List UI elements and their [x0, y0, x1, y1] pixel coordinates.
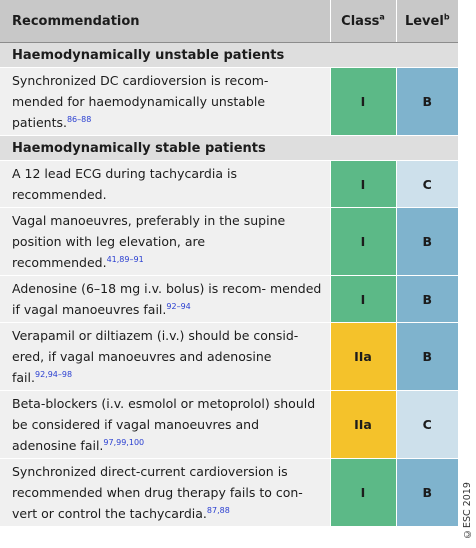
- header-class: Classa: [330, 0, 397, 43]
- recommendation-cell: Vagal manoeuvres, preferably in the supi…: [0, 207, 331, 276]
- recommendation-text: Verapamil or diltiazem (i.v.) should be …: [12, 328, 299, 385]
- section-header-row: Haemodynamically unstable patients: [0, 42, 458, 68]
- level-cell: C: [396, 390, 458, 459]
- table-row: Synchronized direct-current cardioversio…: [0, 458, 458, 527]
- reference-link[interactable]: 86–88: [66, 114, 92, 124]
- header-recommendation: Recommendation: [0, 0, 331, 43]
- level-cell: B: [396, 67, 458, 136]
- reference-link[interactable]: 92,94–98: [34, 369, 73, 379]
- section-title: Haemodynamically stable patients: [0, 135, 458, 161]
- recommendation-text: Beta-blockers (i.v. esmolol or metoprolo…: [12, 396, 316, 453]
- class-cell: I: [330, 275, 397, 323]
- class-cell: I: [330, 67, 397, 136]
- class-cell: I: [330, 207, 397, 276]
- recommendation-text: Synchronized DC cardioversion is recom- …: [12, 73, 269, 130]
- table-row: Vagal manoeuvres, preferably in the supi…: [0, 207, 458, 276]
- level-cell: B: [396, 275, 458, 323]
- table-row: Synchronized DC cardioversion is recom- …: [0, 67, 458, 136]
- class-cell: I: [330, 458, 397, 527]
- recommendation-cell: Beta-blockers (i.v. esmolol or metoprolo…: [0, 390, 331, 459]
- reference-link[interactable]: 92–94: [166, 301, 191, 311]
- recommendation-cell: A 12 lead ECG during tachycardia is reco…: [0, 160, 331, 208]
- header-level: Levelb: [396, 0, 458, 43]
- recommendations-table-frame: Recommendation Classa Levelb Haemodynami…: [0, 0, 458, 527]
- class-cell: I: [330, 160, 397, 208]
- recommendation-cell: Synchronized direct-current cardioversio…: [0, 458, 331, 527]
- recommendation-text: Adenosine (6–18 mg i.v. bolus) is recom-…: [12, 281, 322, 317]
- reference-link[interactable]: 87,88: [206, 505, 230, 515]
- copyright-badge: ©ESC 2019: [462, 482, 473, 540]
- recommendation-text: Vagal manoeuvres, preferably in the supi…: [12, 213, 286, 270]
- recommendations-table: Recommendation Classa Levelb Haemodynami…: [0, 0, 458, 527]
- recommendation-cell: Adenosine (6–18 mg i.v. bolus) is recom-…: [0, 275, 331, 323]
- level-cell: B: [396, 207, 458, 276]
- level-cell: B: [396, 322, 458, 391]
- recommendation-cell: Verapamil or diltiazem (i.v.) should be …: [0, 322, 331, 391]
- table-header-row: Recommendation Classa Levelb: [0, 0, 458, 43]
- level-cell: B: [396, 458, 458, 527]
- class-cell: IIa: [330, 390, 397, 459]
- recommendation-cell: Synchronized DC cardioversion is recom- …: [0, 67, 331, 136]
- reference-link[interactable]: 41,89–91: [106, 254, 144, 264]
- table-row: A 12 lead ECG during tachycardia is reco…: [0, 160, 458, 208]
- class-cell: IIa: [330, 322, 397, 391]
- table-row: Beta-blockers (i.v. esmolol or metoprolo…: [0, 390, 458, 459]
- recommendation-text: Synchronized direct-current cardioversio…: [12, 464, 303, 521]
- reference-link[interactable]: 97,99,100: [103, 437, 145, 447]
- table-row: Adenosine (6–18 mg i.v. bolus) is recom-…: [0, 275, 458, 323]
- recommendation-text: A 12 lead ECG during tachycardia is reco…: [12, 166, 237, 202]
- table-row: Verapamil or diltiazem (i.v.) should be …: [0, 322, 458, 391]
- section-header-row: Haemodynamically stable patients: [0, 135, 458, 161]
- level-cell: C: [396, 160, 458, 208]
- section-title: Haemodynamically unstable patients: [0, 42, 458, 68]
